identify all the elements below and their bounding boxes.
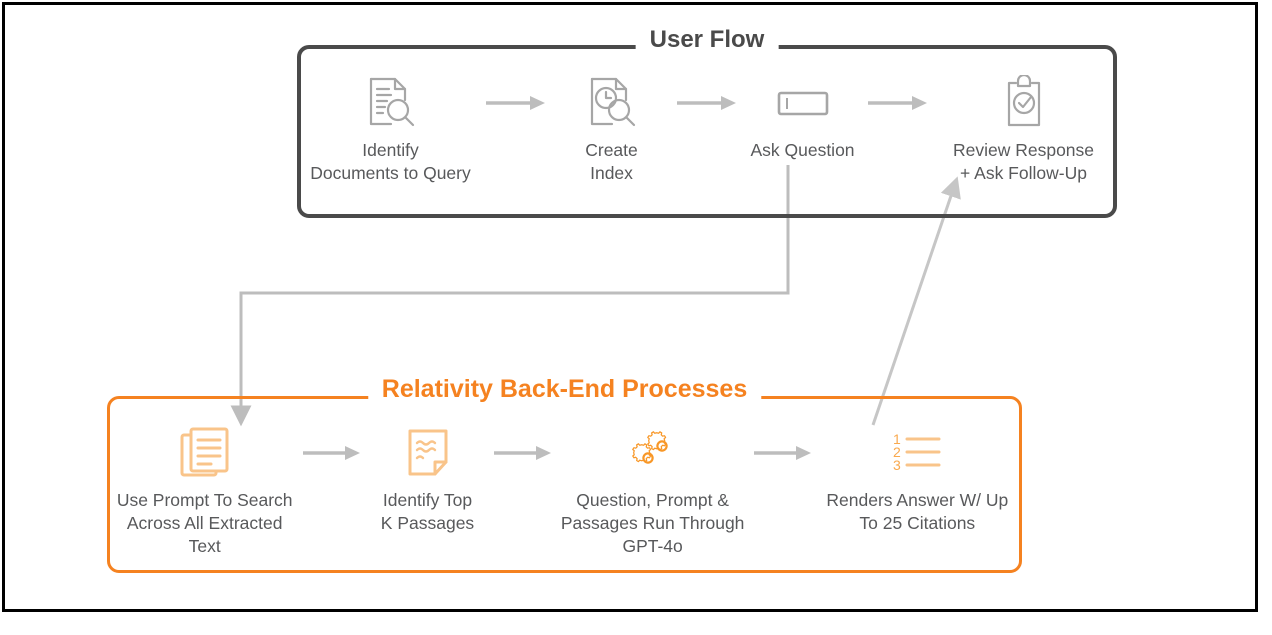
arrow-icon [493,425,553,481]
back-end-steps: Use Prompt To Search Across All Extracte… [107,425,1022,557]
step-create-index[interactable]: Create Index [549,75,674,185]
step-identify-documents[interactable]: Identify Documents to Query [298,75,483,185]
step-identify-top-k-passages[interactable]: Identify Top K Passages [362,425,492,535]
arrow-icon [865,75,931,131]
arrow-icon [753,425,813,481]
arrow-icon [483,75,549,131]
user-flow-title: User Flow [635,28,779,52]
text-input-icon [776,75,830,131]
step-question-prompt-passages[interactable]: Question, Prompt & Passages Run Through … [553,425,753,557]
step-review-response[interactable]: Review Response + Ask Follow-Up [931,75,1116,185]
note-page-icon [404,425,452,481]
step-label: Question, Prompt & Passages Run Through … [560,490,745,556]
relativity-back-end-processes-group: Relativity Back-End Processes [107,377,1022,573]
document-clock-search-icon [586,75,638,131]
step-label: Review Response + Ask Follow-Up [952,140,1095,183]
gears-icon [626,425,680,481]
svg-text:3: 3 [893,457,901,473]
arrow-icon [674,75,740,131]
back-end-title: Relativity Back-End Processes [367,377,762,402]
step-ask-question[interactable]: Ask Question [740,75,865,162]
user-flow-group: User Flow [297,28,1117,218]
arrow-icon [302,425,362,481]
clipboard-check-icon [1001,75,1047,131]
step-use-prompt-to-search[interactable]: Use Prompt To Search Across All Extracte… [107,425,302,557]
numbered-list-icon: 1 2 3 [887,425,947,481]
step-label: Renders Answer W/ Up To 25 Citations [826,490,1009,533]
step-label: Identify Top K Passages [380,490,475,533]
step-label: Ask Question [750,140,855,160]
document-search-icon [365,75,417,131]
svg-text:2: 2 [893,444,901,460]
stacked-documents-icon [178,425,232,481]
svg-text:1: 1 [893,431,901,447]
user-flow-steps: Identify Documents to Query [297,75,1117,185]
step-label: Use Prompt To Search Across All Extracte… [116,490,293,556]
step-label: Identify Documents to Query [310,140,471,183]
step-renders-answer-citations[interactable]: 1 2 3 Renders Answer W/ Up To 25 Citatio… [813,425,1022,535]
step-label: Create Index [585,140,638,183]
